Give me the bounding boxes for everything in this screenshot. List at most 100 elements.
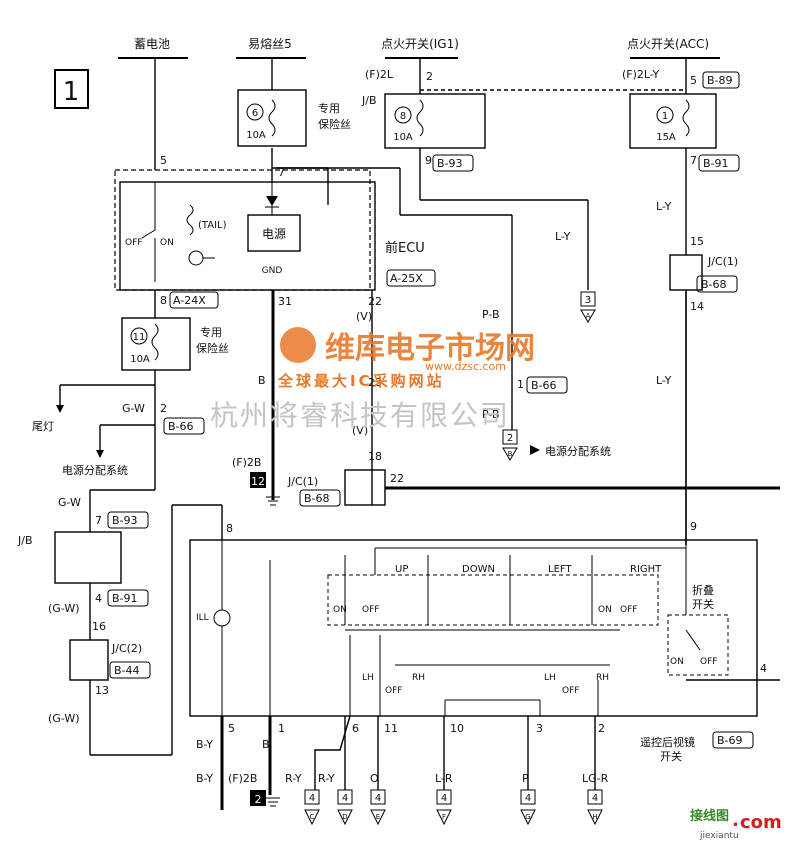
svg-text:R-Y: R-Y xyxy=(285,772,302,785)
svg-text:B-69: B-69 xyxy=(717,734,743,747)
svg-text:A-25X: A-25X xyxy=(390,272,423,285)
svg-text:10A: 10A xyxy=(130,354,150,365)
svg-text:2: 2 xyxy=(255,793,262,806)
svg-text:14: 14 xyxy=(690,300,704,313)
svg-text:尾灯: 尾灯 xyxy=(32,420,54,433)
pin-numbers: 2 5 5 7 9 7 15 14 8 31 22 2 23 1 18 22 7… xyxy=(92,70,767,735)
svg-text:1: 1 xyxy=(517,378,524,391)
connector-ids: (F)2L (F)2L-Y B-89 B-93 B-91 B-68 A-24X … xyxy=(107,68,754,785)
fold-label2: 开关 xyxy=(692,597,714,611)
jc1-a-label: J/C(1) xyxy=(707,255,738,268)
svg-text:31: 31 xyxy=(278,295,292,308)
svg-text:B-44: B-44 xyxy=(114,664,140,677)
wire-color-labels: L-Y L-Y L-Y P-B P-B (V) (V) B G-W G-W (G… xyxy=(48,200,672,785)
svg-text:B-Y: B-Y xyxy=(196,738,213,751)
on-label: ON xyxy=(160,238,174,248)
svg-text:3: 3 xyxy=(585,295,591,306)
svg-text:10A: 10A xyxy=(246,130,266,141)
svg-text:G-W: G-W xyxy=(58,496,81,509)
svg-text:(V): (V) xyxy=(356,310,372,323)
svg-text:7: 7 xyxy=(690,154,697,167)
svg-text:7: 7 xyxy=(278,166,285,179)
svg-text:电源分配系统: 电源分配系统 xyxy=(62,463,128,477)
svg-text:O: O xyxy=(370,772,379,785)
ignition-acc-label: 点火开关(ACC) xyxy=(627,37,709,51)
svg-text:(F)2L-Y: (F)2L-Y xyxy=(622,68,660,81)
lh2: LH xyxy=(544,673,556,683)
svg-text:8: 8 xyxy=(400,111,406,122)
svg-text:2: 2 xyxy=(507,433,513,444)
svg-text:D: D xyxy=(342,813,347,821)
svg-text:A: A xyxy=(586,312,591,320)
fuse-8: 8 10A xyxy=(384,93,486,149)
up-label: UP xyxy=(395,564,408,575)
svg-text:2: 2 xyxy=(160,402,167,415)
corner-watermark: 接线图 . com jiexiantu xyxy=(690,808,782,841)
switch-on-left: ON xyxy=(333,605,347,615)
jc2-label: J/C(2) xyxy=(111,642,142,655)
svg-text:L-Y: L-Y xyxy=(555,230,571,243)
svg-text:22: 22 xyxy=(368,295,382,308)
svg-text:B-89: B-89 xyxy=(707,74,733,87)
svg-text:18: 18 xyxy=(368,450,382,463)
svg-text:电源分配系统: 电源分配系统 xyxy=(545,444,611,458)
svg-text:B: B xyxy=(258,374,266,387)
svg-text:5: 5 xyxy=(160,154,167,167)
svg-text:10: 10 xyxy=(450,722,464,735)
dedicated-fuse-label2: 保险丝 xyxy=(318,117,351,131)
dedicated-fuse-label-b: 专用 xyxy=(200,325,222,339)
jb-b-box xyxy=(54,531,122,584)
svg-text:P-B: P-B xyxy=(482,408,500,421)
svg-text:15A: 15A xyxy=(656,132,676,143)
svg-text:B-68: B-68 xyxy=(304,492,330,505)
watermark-logo: 维库电子市场网 www.dzsc.com 全球最大IC采购网站 xyxy=(277,327,535,390)
svg-text:B-68: B-68 xyxy=(701,278,727,291)
svg-text:11: 11 xyxy=(384,722,398,735)
svg-text:(V): (V) xyxy=(352,424,368,437)
rh2: RH xyxy=(596,673,609,683)
svg-text:全球最大IC采购网站: 全球最大IC采购网站 xyxy=(277,372,445,390)
svg-text:1: 1 xyxy=(278,722,285,735)
svg-text:接线图: 接线图 xyxy=(690,808,729,824)
left-label: LEFT xyxy=(548,564,572,575)
svg-text:com: com xyxy=(740,812,782,833)
page-number: 1 xyxy=(63,77,80,107)
gnd-label: GND xyxy=(262,266,283,276)
svg-text:(G-W): (G-W) xyxy=(48,602,80,615)
svg-text:A-24X: A-24X xyxy=(173,294,206,307)
svg-text:3: 3 xyxy=(536,722,543,735)
fuse-1: 1 15A xyxy=(629,93,717,149)
right-label: RIGHT xyxy=(630,564,662,575)
svg-text:B-66: B-66 xyxy=(168,420,194,433)
fuse-11: 11 10A xyxy=(121,317,191,371)
fuse-6: 6 10A xyxy=(237,89,307,147)
bottom-leads xyxy=(220,715,596,810)
svg-text:8: 8 xyxy=(226,522,233,535)
switch-name: 遥控后视镜 xyxy=(640,735,695,749)
svg-text:23: 23 xyxy=(368,376,382,389)
svg-text:E: E xyxy=(376,813,380,821)
ground-2: 2 xyxy=(250,790,280,807)
svg-text:2: 2 xyxy=(426,70,433,83)
svg-text:(F)2L: (F)2L xyxy=(365,68,394,81)
svg-text:维库电子市场网: 维库电子市场网 xyxy=(325,331,535,366)
svg-text:4: 4 xyxy=(95,592,102,605)
svg-text:2: 2 xyxy=(598,722,605,735)
svg-text:8: 8 xyxy=(160,294,167,307)
dedicated-fuse-label: 专用 xyxy=(318,101,340,115)
down-label: DOWN xyxy=(462,564,495,575)
wires xyxy=(59,58,780,756)
svg-text:12: 12 xyxy=(251,475,265,488)
dedicated-fuse-label2-b: 保险丝 xyxy=(196,341,229,355)
svg-text:4: 4 xyxy=(375,793,381,804)
destinations: 尾灯 电源分配系统 电源分配系统 xyxy=(32,405,611,477)
svg-text:1: 1 xyxy=(662,111,668,122)
svg-text:7: 7 xyxy=(95,514,102,527)
svg-text:B-91: B-91 xyxy=(703,157,729,170)
svg-text:22: 22 xyxy=(390,472,404,485)
fold-label: 折叠 xyxy=(692,583,714,597)
fold-off: OFF xyxy=(700,657,717,667)
switch-on-right: ON xyxy=(598,605,612,615)
svg-text:B-66: B-66 xyxy=(531,379,557,392)
svg-text:L-Y: L-Y xyxy=(656,200,672,213)
